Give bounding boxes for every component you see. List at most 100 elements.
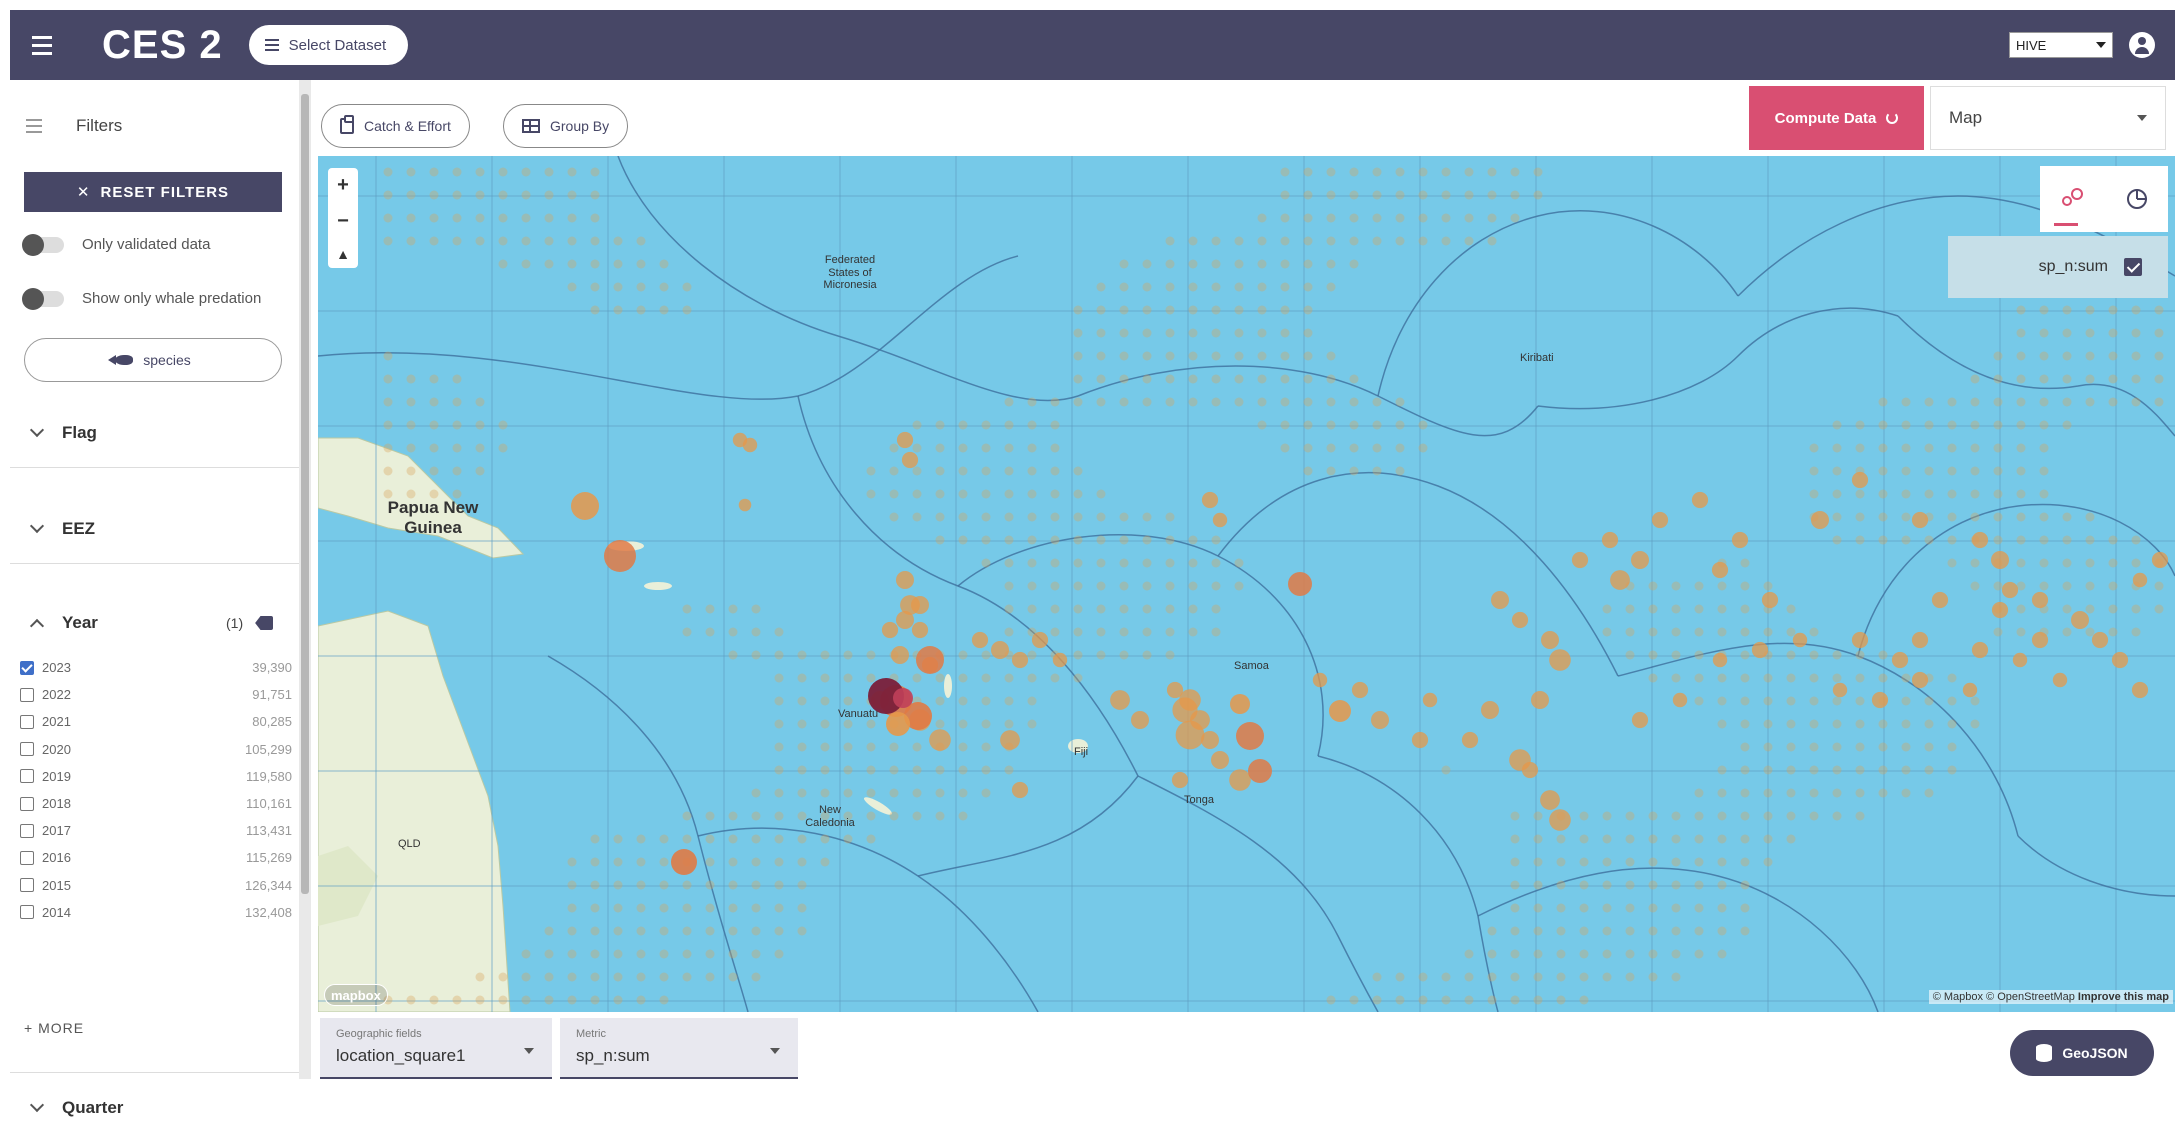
section-flag[interactable]: Flag: [10, 398, 300, 468]
catch-dot: [912, 765, 922, 775]
catch-dot: [1004, 581, 1014, 591]
catch-dot: [935, 673, 945, 683]
metric-legend[interactable]: sp_n:sum: [1948, 236, 2168, 298]
section-quarter[interactable]: Quarter: [10, 1072, 300, 1142]
catch-dot: [1303, 167, 1313, 177]
catch-dot: [2085, 581, 2095, 591]
whale-toggle[interactable]: [22, 287, 64, 310]
pie-chart-icon[interactable]: [2126, 189, 2147, 209]
catch-bubble: [1171, 771, 1189, 789]
catch-dot: [1142, 581, 1152, 591]
checkbox-icon[interactable]: [20, 742, 34, 757]
catch-dot: [406, 213, 416, 223]
checkbox-icon[interactable]: [20, 850, 34, 865]
menu-icon[interactable]: [32, 35, 72, 55]
checkbox-icon[interactable]: [20, 687, 34, 702]
zoom-in-button[interactable]: +: [337, 174, 349, 197]
map-attribution[interactable]: © Mapbox © OpenStreetMap Improve this ma…: [1928, 990, 2173, 1004]
catch-bubble: [1052, 652, 1068, 668]
catch-dot: [1855, 788, 1865, 798]
catch-dot: [1878, 719, 1888, 729]
checkbox-icon[interactable]: [20, 796, 34, 811]
catch-dot: [567, 972, 577, 982]
checkbox-checked-icon[interactable]: [20, 660, 34, 675]
group-by-button[interactable]: Group By: [503, 104, 629, 148]
catch-hotspot: [1248, 759, 1272, 783]
catch-dot: [498, 443, 508, 453]
scrollbar-thumb[interactable]: [301, 94, 309, 894]
checkbox-icon[interactable]: [20, 878, 34, 893]
catch-dot: [1004, 466, 1014, 476]
catch-dot: [1510, 880, 1520, 890]
catch-dot: [1004, 673, 1014, 683]
section-eez[interactable]: EEZ: [10, 494, 300, 564]
improve-map-link[interactable]: Improve this map: [2077, 991, 2169, 1003]
select-dataset-button[interactable]: Select Dataset: [248, 25, 409, 65]
catch-dot: [1395, 420, 1405, 430]
source-select[interactable]: HIVE: [2009, 32, 2113, 58]
checkbox-icon[interactable]: [20, 823, 34, 838]
geographic-field-select[interactable]: Geographic fields location_square1: [320, 1018, 552, 1079]
catch-bubble: [1540, 790, 1560, 810]
clear-icon[interactable]: [255, 616, 274, 630]
catch-dot: [1901, 673, 1911, 683]
catch-dot: [1211, 581, 1221, 591]
checkbox-icon[interactable]: [20, 905, 34, 920]
catch-dot: [1993, 466, 2003, 476]
sidebar-scrollbar[interactable]: [299, 80, 311, 1079]
catch-dot: [1326, 995, 1336, 1005]
metric-select[interactable]: Metric sp_n:sum: [560, 1018, 798, 1079]
more-years-link[interactable]: + MORE: [24, 1020, 85, 1036]
catch-dot: [1142, 305, 1152, 315]
catch-dot: [1648, 673, 1658, 683]
chevron-down-icon: [524, 1048, 534, 1054]
catch-dot: [2062, 374, 2072, 384]
catch-dot: [1533, 972, 1543, 982]
catch-effort-button[interactable]: Catch & Effort: [321, 104, 470, 148]
checkbox-icon[interactable]: [20, 714, 34, 729]
catch-hotspot: [893, 688, 913, 708]
catch-dot: [1280, 213, 1290, 223]
validated-toggle-row[interactable]: Only validated data: [22, 233, 210, 256]
map-canvas[interactable]: [318, 156, 2175, 1012]
catch-dot: [981, 535, 991, 545]
catch-dot: [2131, 535, 2141, 545]
catch-dot: [1004, 696, 1014, 706]
checkbox-icon[interactable]: [20, 769, 34, 784]
compute-data-button[interactable]: Compute Data: [1749, 86, 1924, 150]
catch-dot: [2039, 558, 2049, 568]
geojson-button[interactable]: GeoJSON: [2010, 1030, 2154, 1076]
account-icon[interactable]: [2129, 32, 2155, 58]
zoom-out-button[interactable]: −: [337, 209, 349, 232]
bubble-map-icon[interactable]: [2061, 188, 2084, 210]
compass-icon[interactable]: ▲: [336, 245, 350, 262]
section-year[interactable]: Year (1): [10, 588, 300, 658]
year-option-label: 2017: [42, 823, 71, 839]
whale-toggle-row[interactable]: Show only whale predation: [22, 287, 261, 310]
catch-dot: [1280, 443, 1290, 453]
catch-dot: [981, 558, 991, 568]
catch-dot: [406, 420, 416, 430]
catch-dot: [1671, 811, 1681, 821]
validated-toggle[interactable]: [22, 233, 64, 256]
catch-dot: [912, 489, 922, 499]
reset-filters-button[interactable]: ✕ RESET FILTERS: [24, 172, 282, 212]
catch-dot: [383, 213, 393, 223]
catch-dot: [2131, 305, 2141, 315]
checkbox-checked-icon[interactable]: [2124, 258, 2142, 276]
view-select[interactable]: Map: [1930, 86, 2166, 150]
catch-dot: [1303, 259, 1313, 269]
species-button[interactable]: species: [24, 338, 282, 382]
catch-dot: [1303, 213, 1313, 223]
catch-bubble: [1011, 651, 1029, 669]
